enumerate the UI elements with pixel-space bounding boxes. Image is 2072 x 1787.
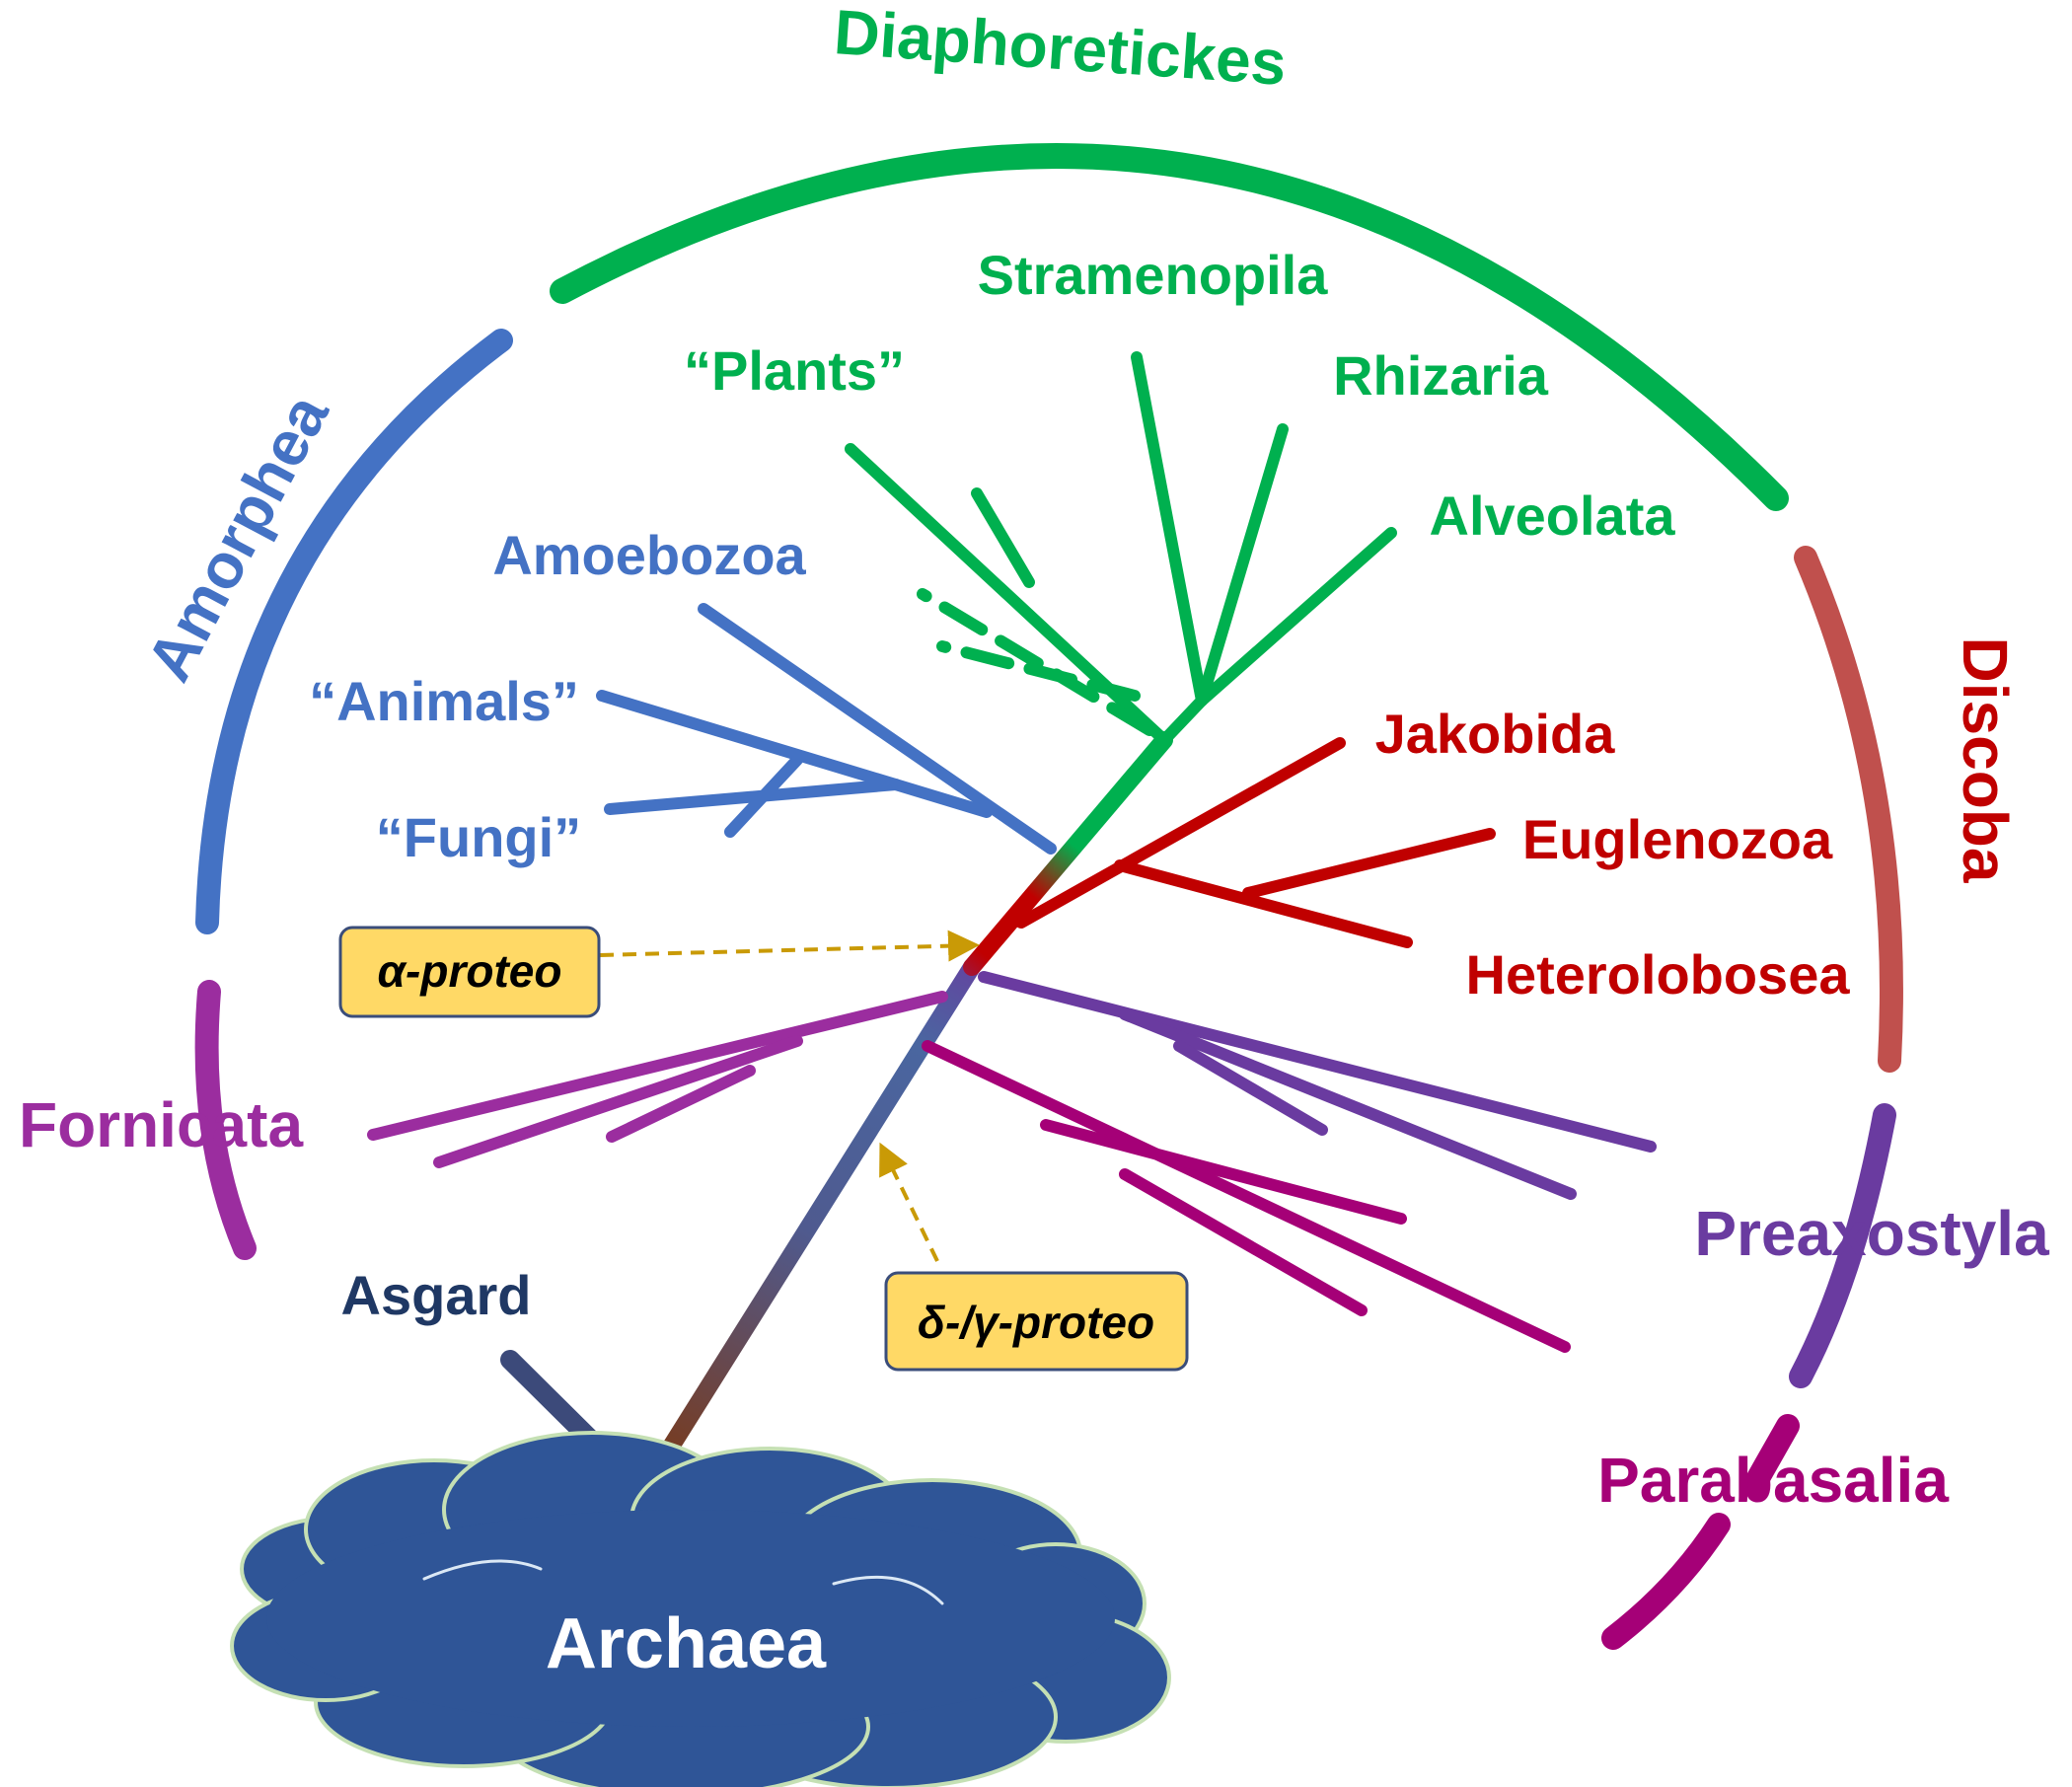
fungi-label: “Fungi” [376, 806, 581, 868]
animals-label: “Animals” [309, 670, 579, 732]
asgard-label: Asgard [341, 1264, 532, 1326]
delta-gamma-proteo-arrow [879, 1142, 939, 1262]
delta-gamma-proteo-box [884, 1271, 1189, 1372]
alpha-proteo-arrow [599, 930, 980, 962]
diaphoretickes-label: Diaphoretickes [832, 0, 1289, 99]
amorphea-arc [195, 329, 513, 934]
fornicata-branches [367, 991, 948, 1168]
stramenopila-label: Stramenopila [978, 244, 1329, 306]
preaxostyla-branches [978, 971, 1657, 1200]
fornicata-label: Fornicata [19, 1089, 303, 1160]
alpha-proteo-box [338, 926, 601, 1018]
alpha-proteo-label: α-proteo [378, 945, 562, 997]
diaphoretickes-branches [845, 351, 1397, 746]
diaphoretickes-arc [550, 143, 1789, 511]
preaxostyla-arc [1789, 1103, 1896, 1388]
discoba-arc [1794, 546, 1903, 1073]
euglenozoa-label: Euglenozoa [1522, 808, 1833, 870]
amorphea-branches [596, 603, 1057, 855]
parabasalia-branches [922, 1040, 1571, 1353]
delta-gamma-proteo-label: δ-/γ-proteo [918, 1297, 1154, 1348]
jakobida-label: Jakobida [1375, 703, 1616, 765]
plants-label: “Plants” [684, 339, 905, 402]
archaea-cloud-highlights [422, 1559, 944, 1605]
central-branch [963, 731, 1173, 976]
rhizaria-label: Rhizaria [1333, 344, 1549, 407]
amoebozoa-label: Amoebozoa [492, 524, 806, 586]
heterolobosea-label: Heterolobosea [1466, 943, 1851, 1005]
discoba-branches [1015, 737, 1496, 948]
parabasalia-arc [1601, 1414, 1800, 1650]
preaxostyla-label: Preaxostyla [1694, 1198, 2049, 1269]
archaea-label: Archaea [546, 1604, 827, 1683]
fornicata-arc [194, 980, 257, 1260]
alveolata-label: Alveolata [1430, 484, 1676, 547]
discoba-label: Discoba [1950, 637, 2021, 883]
parabasalia-label: Parabasalia [1597, 1445, 1949, 1516]
trunk-branch [647, 958, 981, 1479]
